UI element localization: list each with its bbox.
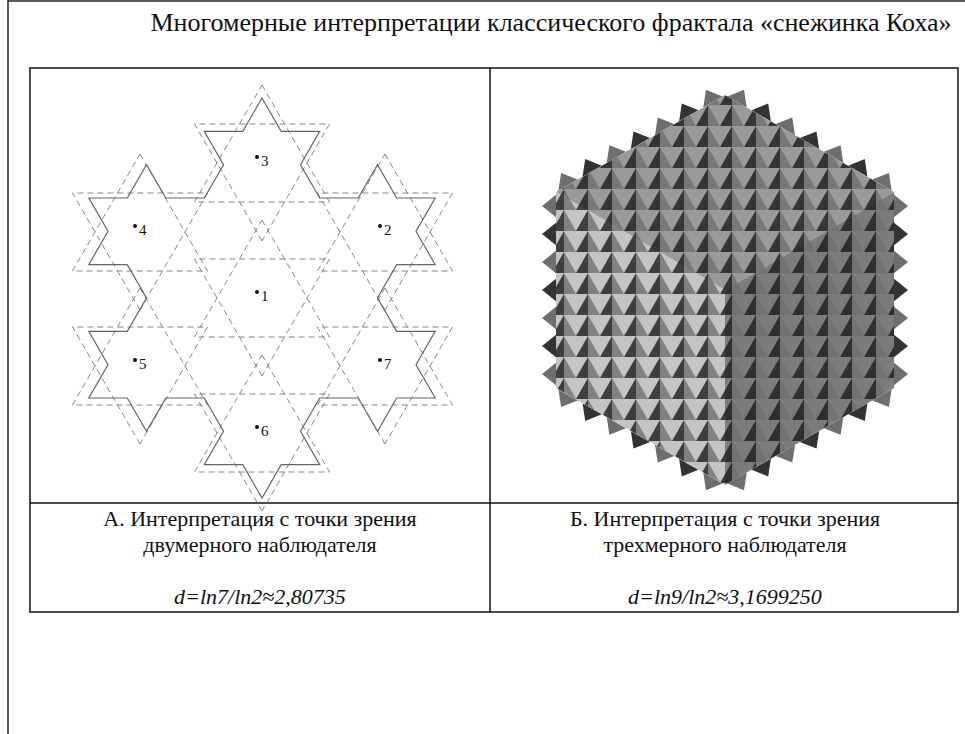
table-cell: Б. Интерпретация с точки зрения трехмерн… (525, 506, 925, 558)
center-dots (133, 155, 382, 429)
callout-number: 2 (384, 222, 392, 238)
callout-number: 6 (261, 423, 269, 439)
koch-3d-body (542, 90, 908, 490)
table-divider (30, 502, 958, 504)
callout-number: 5 (139, 356, 147, 372)
diagram-title: Многомерные интерпретации классического … (140, 8, 962, 38)
frame-line (7, 0, 9, 734)
callout-number: 7 (384, 356, 392, 372)
table-cell: А. Интерпретация с точки зрения двумерно… (60, 506, 460, 558)
koch-outline (89, 98, 435, 498)
callout-number: 3 (261, 153, 269, 169)
table-divider (489, 68, 491, 612)
callout-number: 1 (261, 288, 269, 304)
dimension-formula: d=ln7/ln2≈2,80735 (60, 584, 460, 610)
frame-line (8, 0, 965, 2)
dimension-formula: d=ln9/ln2≈3,1699250 (525, 584, 925, 610)
callout-number: 4 (139, 222, 147, 238)
table-border (30, 68, 958, 612)
dashed-grid (73, 85, 453, 511)
